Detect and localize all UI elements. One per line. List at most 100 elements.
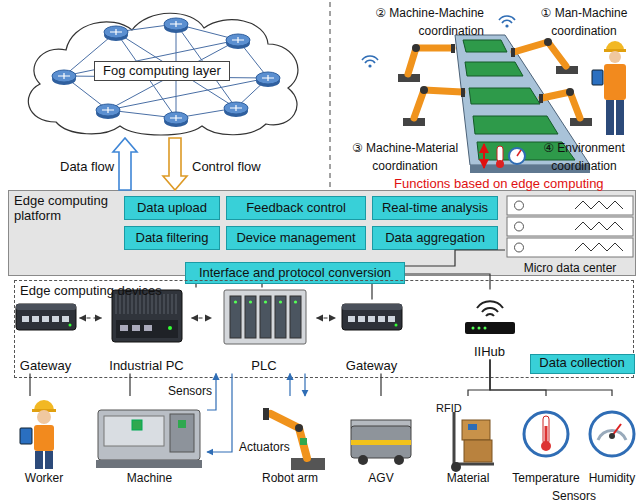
line-part (123, 294, 124, 314)
callout-label: ② Machine-Machine coordination (375, 6, 484, 38)
path-part (170, 21, 182, 27)
rfid-label-holder: RFID (436, 398, 462, 416)
micro-data-center: Micro data center (505, 194, 635, 276)
path-part (575, 222, 623, 230)
callout-label-holder: ① Man-Machine coordination (530, 3, 638, 39)
circle-part (293, 300, 296, 303)
path-part (606, 41, 624, 50)
rect-part (224, 290, 306, 344)
path-part (34, 400, 54, 410)
line-part (155, 294, 156, 314)
robot-arms (408, 42, 580, 118)
rect-part (263, 408, 269, 420)
wire-connector (405, 274, 490, 290)
wire-connector (371, 284, 372, 300)
ellipse-part (226, 34, 250, 46)
path-part (575, 201, 623, 209)
rect-part (348, 316, 355, 322)
ellipse-part (52, 70, 76, 82)
path-part (102, 107, 114, 113)
edge-label: Actuators (237, 440, 292, 454)
line-part (143, 294, 144, 314)
wire-connector (380, 374, 381, 397)
gateway-device: Gateway (12, 300, 80, 374)
micro-data-center-text: Micro data center (524, 262, 617, 276)
edge-label-holder: Actuators (237, 437, 292, 455)
rect-part (260, 296, 271, 338)
group-label-holder: Sensors (552, 486, 596, 503)
callout-label-holder: ④ Environment coordination (530, 138, 638, 174)
function-box: Data aggregation (372, 226, 498, 250)
rect-part (132, 420, 142, 430)
rect-part (358, 316, 365, 322)
edge-label-holder: Data flow (58, 157, 116, 175)
worker-figure (592, 41, 626, 135)
rect-part (35, 451, 43, 469)
circle-part (483, 326, 486, 329)
machine-figure-text: Machine (127, 472, 172, 486)
line-part (119, 294, 120, 314)
callout-label: ③ Machine-Material coordination (352, 141, 458, 173)
rect-part (42, 316, 49, 322)
circle-part (394, 323, 397, 326)
rect-part (507, 217, 633, 236)
rect-part (45, 451, 53, 469)
circle-part (412, 44, 420, 52)
fog-cloud: Fog computing layer (16, 4, 308, 138)
red-double-arrow (483, 144, 485, 168)
humidity-sensor: Humidity (586, 396, 638, 486)
function-box: Data filtering (124, 226, 220, 250)
edge-label: Sensors (166, 384, 214, 398)
rect-part (378, 316, 385, 322)
industrial-pc-text: Industrial PC (109, 359, 183, 374)
circle-part (451, 462, 461, 472)
temperature-sensor-text: Temperature (512, 472, 579, 486)
path-part (502, 20, 512, 23)
polygon-part (473, 116, 558, 134)
rect-part (32, 316, 39, 322)
industrial-pc: Industrial PC (102, 288, 192, 374)
line-part (175, 294, 176, 314)
edge-label: Control flow (190, 159, 263, 174)
wire-connector (304, 374, 305, 397)
material-figure-text: Material (447, 472, 490, 486)
temperature-sensor: Temperature (508, 396, 584, 486)
path-part (598, 430, 626, 440)
line-part (147, 294, 148, 314)
wire-connector (261, 284, 262, 288)
rect-part (342, 304, 402, 330)
path-part (110, 29, 122, 35)
rect-part (468, 424, 477, 430)
path-part (262, 75, 274, 81)
path-part (170, 115, 182, 121)
rect-part (351, 440, 411, 445)
rect-part (464, 440, 492, 462)
wire-connector (195, 284, 196, 288)
function-box-text: Data upload (137, 201, 207, 216)
rfid-label: RFID (436, 402, 462, 414)
wifi-dot (505, 24, 508, 27)
path-part (28, 13, 298, 135)
rect-part (96, 460, 202, 468)
agv-figure: AGV (345, 396, 417, 486)
line-part (517, 150, 521, 156)
path-part (230, 105, 242, 111)
ellipse-part (96, 104, 120, 116)
robot-joints (412, 38, 574, 103)
ellipse-part (256, 72, 280, 84)
callout-label: ① Man-Machine coordination (541, 6, 628, 38)
circle-part (68, 323, 71, 326)
path-part (542, 92, 580, 118)
rect-part (351, 426, 411, 458)
rect-part (461, 88, 465, 97)
rect-part (465, 322, 515, 334)
wire-connector (405, 250, 505, 266)
circle-part (515, 222, 524, 231)
line-part (139, 294, 140, 314)
circle-part (263, 300, 266, 303)
rect-part (104, 416, 164, 446)
path-part (362, 56, 378, 60)
polygon-part (469, 88, 540, 104)
line-part (167, 294, 168, 314)
polygon-part (465, 62, 523, 76)
